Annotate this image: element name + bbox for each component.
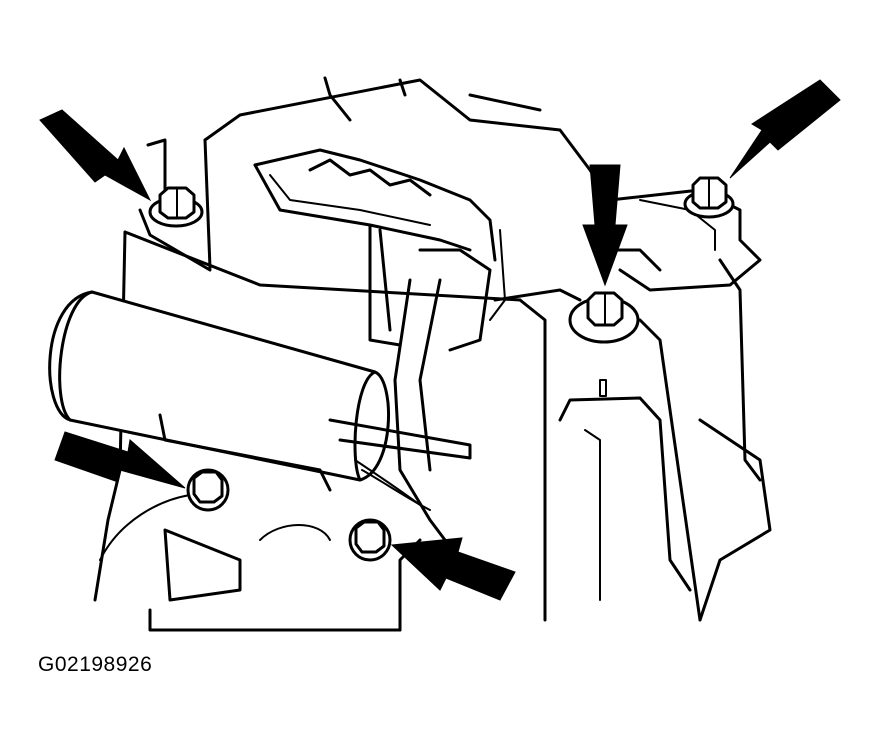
shift-detent-lever	[253, 148, 506, 562]
arrow-top-right	[729, 79, 841, 179]
arrow-top-left	[39, 109, 152, 202]
bolt-lower-center	[348, 518, 392, 562]
bolt-top-center	[568, 291, 640, 344]
top-cover-plate	[138, 76, 762, 302]
bolt-lower-left	[186, 468, 230, 512]
arrow-lower-center	[390, 537, 516, 601]
transmission-case	[93, 230, 772, 632]
bolt-top-right	[683, 176, 735, 219]
arrow-lower-left	[54, 431, 186, 489]
arrow-top-center	[582, 164, 628, 287]
bolt-top-left	[148, 186, 204, 228]
figure-id-label: G02198926	[38, 653, 153, 676]
cylindrical-actuator	[48, 290, 472, 511]
